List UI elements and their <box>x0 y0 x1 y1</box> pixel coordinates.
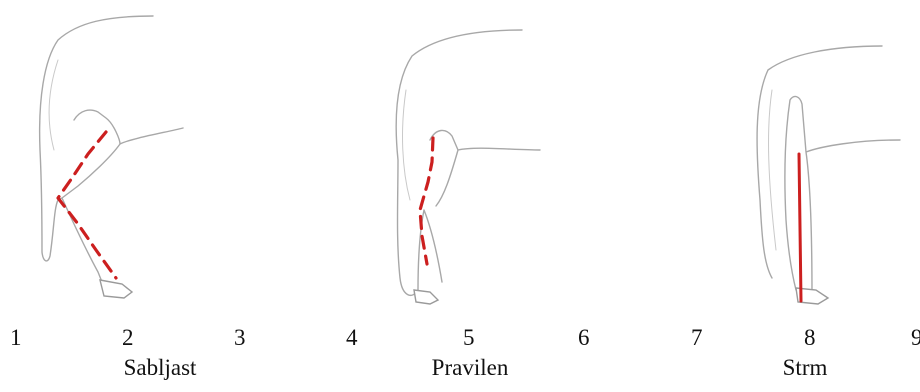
leg-outline <box>396 30 540 295</box>
tick-number-2: 2 <box>122 324 134 352</box>
leg-diagram-correct <box>372 0 552 320</box>
leg-drawing-sickle <box>18 0 198 320</box>
leg-axis-line <box>420 138 433 264</box>
tick-number-7: 7 <box>691 324 703 352</box>
leg-outline <box>757 46 900 296</box>
hoof <box>100 280 132 298</box>
leg-axis-line <box>58 132 116 278</box>
tick-number-9: 9 <box>911 324 920 352</box>
leg-drawing-correct <box>372 0 552 320</box>
leg-diagram-straight <box>732 0 912 320</box>
caption-pravilen: Pravilen <box>432 354 509 382</box>
tick-number-8: 8 <box>804 324 816 352</box>
leg-axis-line <box>799 154 801 301</box>
leg-outline <box>40 16 183 282</box>
hoof <box>414 290 438 304</box>
tick-number-3: 3 <box>234 324 246 352</box>
caption-sabljast: Sabljast <box>124 354 197 382</box>
tick-number-4: 4 <box>346 324 358 352</box>
tick-number-1: 1 <box>10 324 22 352</box>
tail-outline <box>49 60 58 150</box>
tail-outline <box>403 90 410 200</box>
tick-number-6: 6 <box>578 324 590 352</box>
leg-drawing-straight <box>732 0 912 320</box>
tick-number-5: 5 <box>463 324 475 352</box>
leg-diagram-sickle <box>18 0 198 320</box>
tail-outline <box>769 90 776 250</box>
caption-strm: Strm <box>783 354 828 382</box>
